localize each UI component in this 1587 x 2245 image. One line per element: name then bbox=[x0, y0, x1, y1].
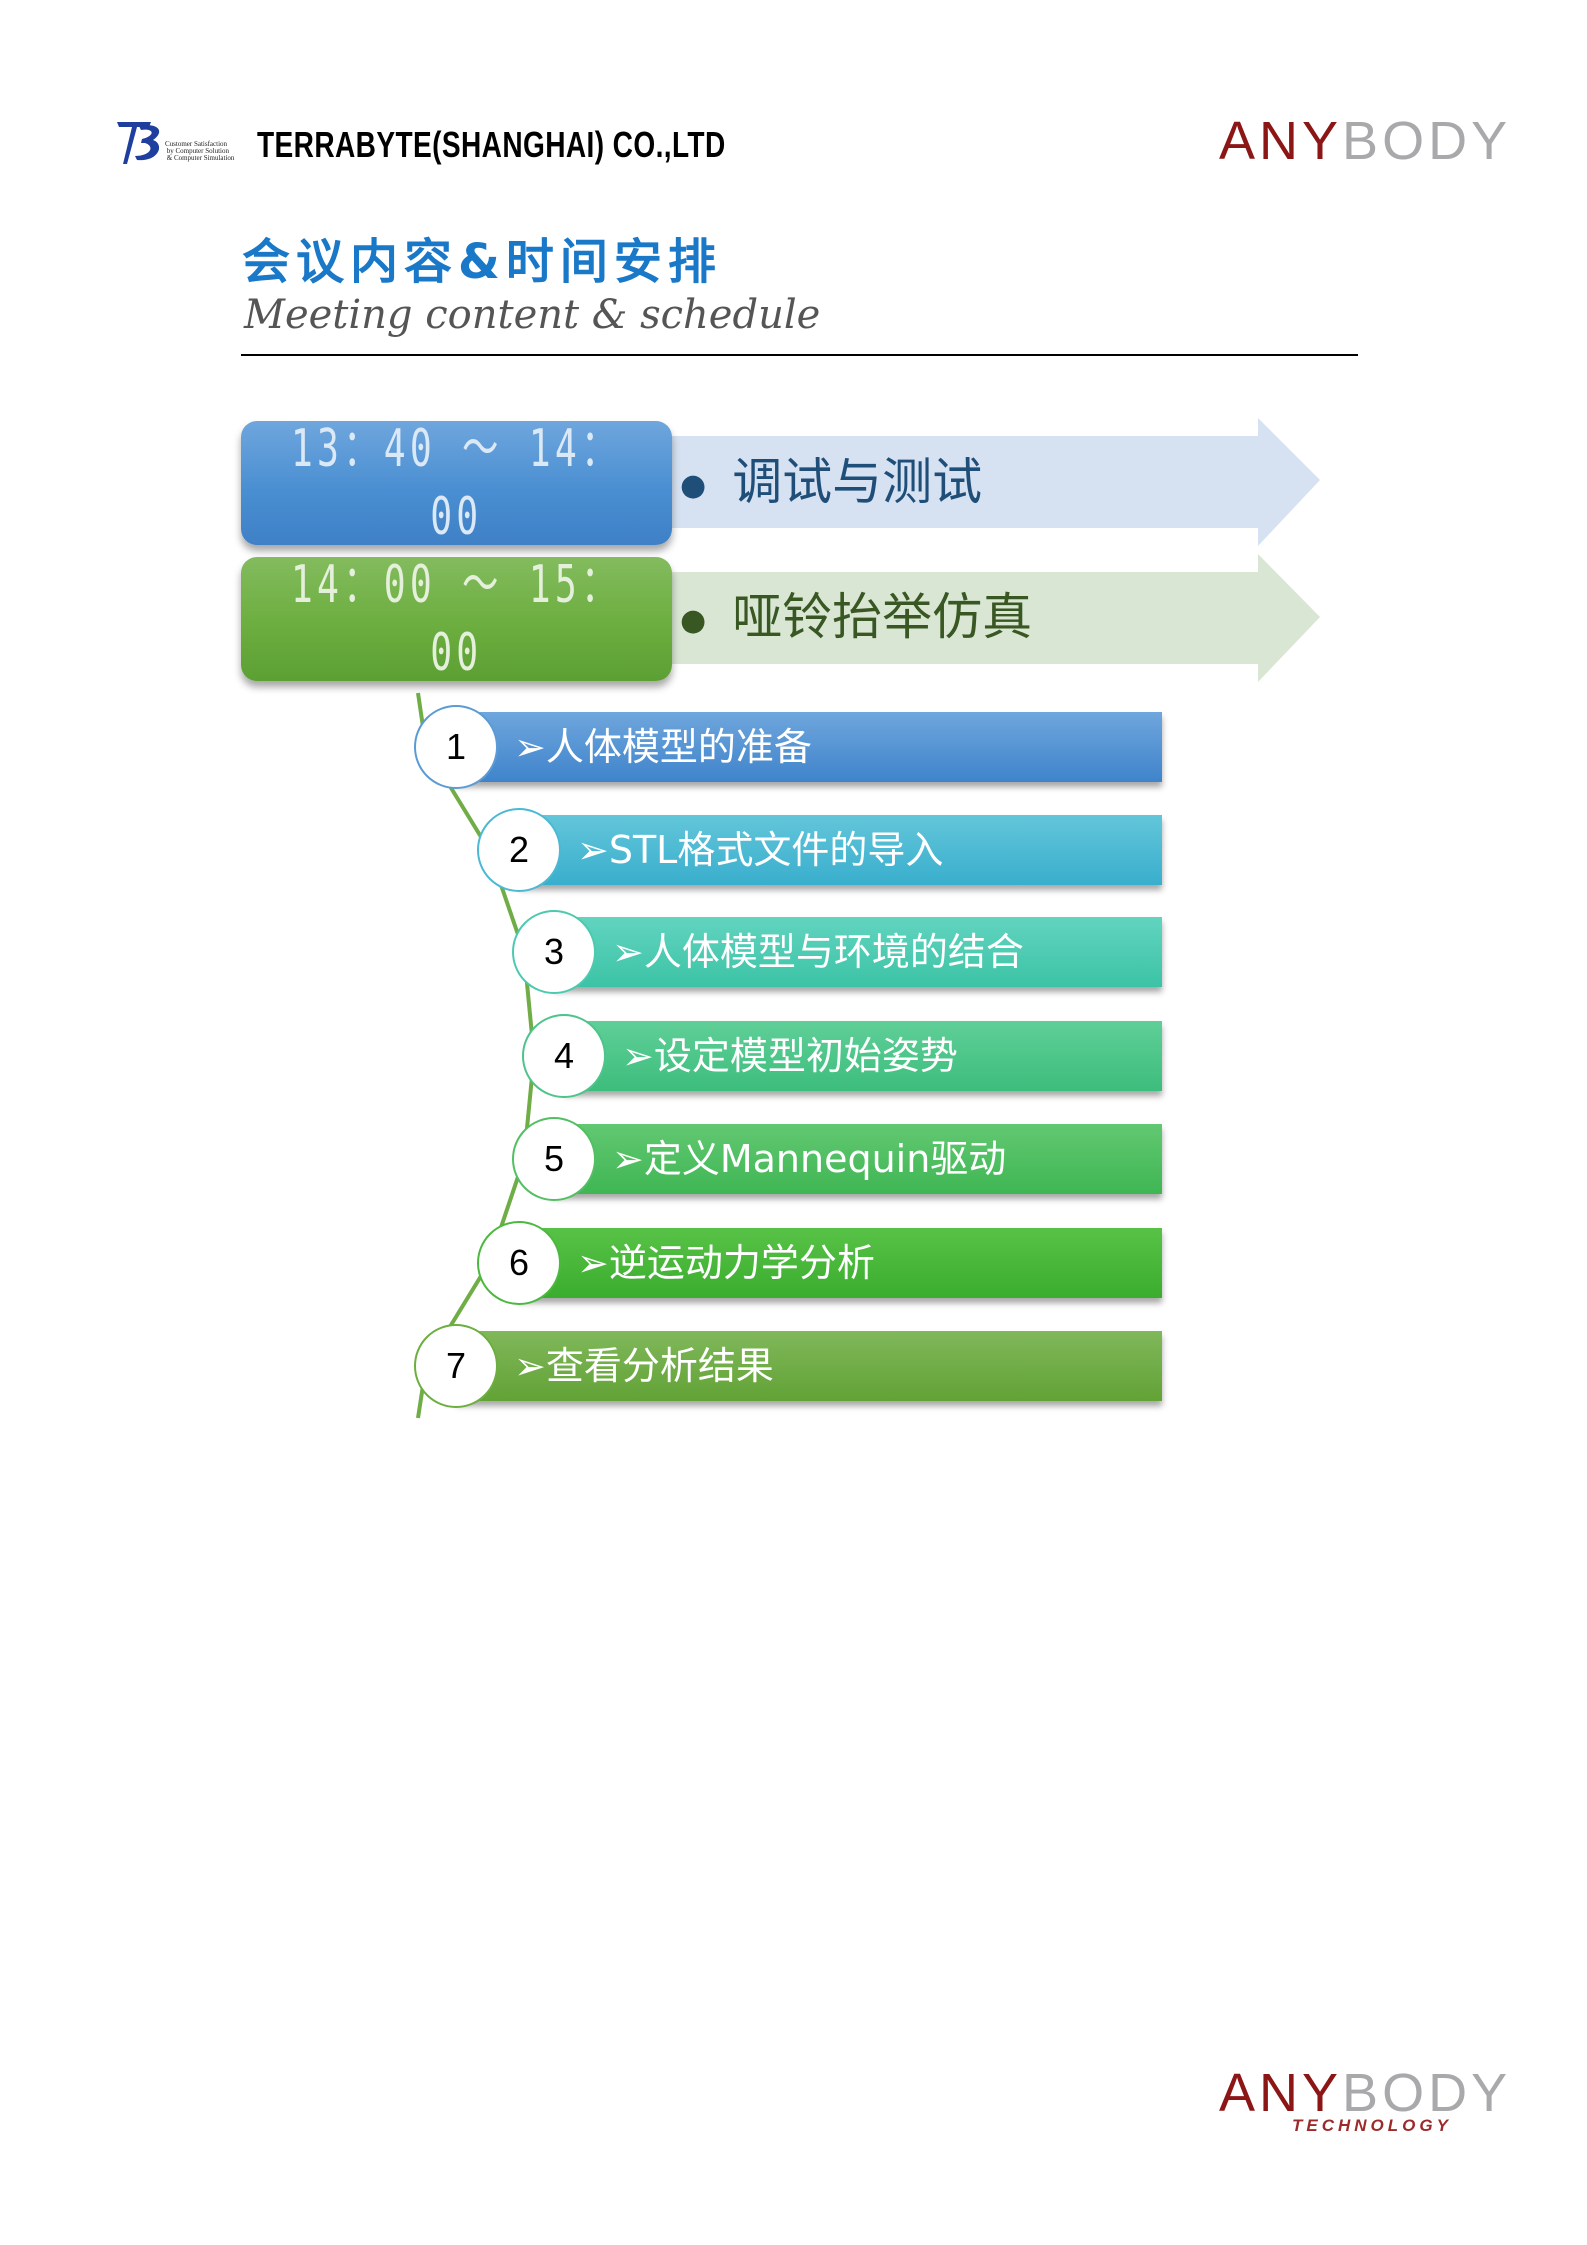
time-slot-1-start: 13：40 ～ 14： bbox=[291, 421, 622, 479]
agenda-topic-2-text: 哑铃抬举仿真 bbox=[732, 588, 1033, 646]
page-title: 会议内容&时间安排 bbox=[242, 234, 722, 290]
step-number-circle: 3 bbox=[512, 910, 596, 994]
agenda-arrow-2 bbox=[660, 554, 1320, 682]
step-number-circle: 4 bbox=[522, 1014, 606, 1098]
time-slot-2-end: 00 bbox=[430, 623, 483, 681]
step-label: ➢人体模型的准备 bbox=[514, 725, 812, 769]
step-label: ➢逆运动力学分析 bbox=[577, 1241, 875, 1285]
time-slot-2: 14：00 ～ 15： 00 bbox=[241, 557, 672, 681]
bullet-icon: ● bbox=[680, 603, 707, 638]
terrabyte-logo bbox=[117, 122, 160, 164]
footer-logo-any: ANY bbox=[1219, 2063, 1343, 2123]
step-bar-5 bbox=[554, 1124, 1162, 1194]
page-subtitle: Meeting content & schedule bbox=[244, 292, 821, 338]
agenda-topic-2: ● 哑铃抬举仿真 bbox=[680, 577, 1032, 649]
time-slot-1-end: 00 bbox=[430, 487, 483, 545]
title-divider bbox=[241, 354, 1358, 356]
step-label: ➢人体模型与环境的结合 bbox=[612, 930, 1024, 974]
step-label: ➢定义Mannequin驱动 bbox=[612, 1137, 1007, 1181]
step-label: ➢查看分析结果 bbox=[514, 1344, 774, 1388]
step-number-circle: 2 bbox=[477, 808, 561, 892]
agenda-arrow-1 bbox=[660, 418, 1320, 546]
step-bar-7 bbox=[456, 1331, 1162, 1401]
footer-logo-tagline: TECHNOLOGY bbox=[1292, 2116, 1452, 2135]
step-number-circle: 5 bbox=[512, 1117, 596, 1201]
anybody-logo: ANYBODY bbox=[1219, 110, 1511, 172]
step-label: ➢STL格式文件的导入 bbox=[577, 828, 944, 872]
connector-path bbox=[416, 692, 537, 1419]
step-bar-1 bbox=[456, 712, 1162, 782]
agenda-topic-1-text: 调试与测试 bbox=[732, 453, 983, 511]
logo-tagline: Customer Satisfaction by Computer Soluti… bbox=[165, 140, 235, 162]
agenda-topic-1: ● 调试与测试 bbox=[680, 442, 982, 514]
company-name: TERRABYTE(SHANGHAI) CO.,LTD bbox=[257, 124, 726, 165]
logo-any: ANY bbox=[1219, 111, 1343, 171]
step-bar-4 bbox=[564, 1021, 1162, 1091]
step-number-circle: 7 bbox=[414, 1324, 498, 1408]
step-bar-6 bbox=[519, 1228, 1162, 1298]
time-slot-2-start: 14：00 ～ 15： bbox=[291, 557, 622, 615]
bullet-icon: ● bbox=[680, 468, 707, 503]
step-number-circle: 6 bbox=[477, 1221, 561, 1305]
time-slot-1: 13：40 ～ 14： 00 bbox=[241, 421, 672, 545]
step-number-circle: 1 bbox=[414, 705, 498, 789]
step-label: ➢设定模型初始姿势 bbox=[622, 1034, 958, 1078]
anybody-technology-logo: ANYBODY bbox=[1219, 2062, 1511, 2124]
footer-logo-body: BODY bbox=[1342, 2063, 1512, 2123]
logo-body: BODY bbox=[1342, 111, 1512, 171]
step-bar-2 bbox=[519, 815, 1162, 885]
step-bar-3 bbox=[554, 917, 1162, 987]
